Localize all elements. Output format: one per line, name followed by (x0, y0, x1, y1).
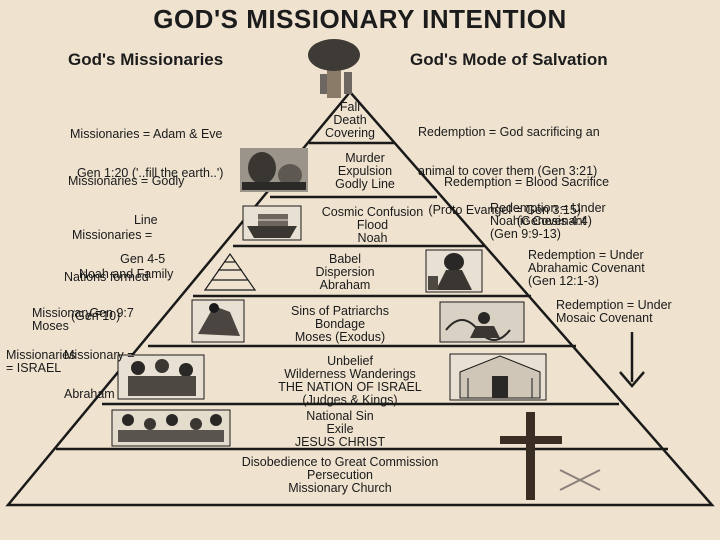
level-4-right: Redemption = Under Abrahamic Covenant (G… (528, 249, 645, 288)
level-8-center-line: Missionary Church (190, 482, 490, 495)
ark-icon (243, 206, 301, 240)
patriarch-icon (426, 250, 482, 292)
level-1-center-line: Covering (300, 127, 400, 140)
level-6-center-line: (Judges & Kings) (245, 394, 455, 407)
level-7-center: National Sin Exile JESUS CHRIST (260, 410, 420, 449)
level-6-left: Missionaries = ISRAEL (6, 349, 75, 375)
level-8-center: Disobedience to Great Commission Persecu… (190, 456, 490, 495)
level-6-center: Unbelief Wilderness Wanderings THE NATIO… (245, 355, 455, 407)
level-4-center-line: Abraham (275, 279, 415, 292)
down-arrow-icon (620, 332, 644, 386)
level-1-center: Fall Death Covering (300, 101, 400, 140)
level-5-right: Redemption = Under Mosaic Covenant (556, 299, 672, 325)
bondage-icon (192, 300, 244, 342)
level-4-left-line: Abraham (64, 388, 149, 401)
level-1-left-line: Missionaries = Adam & Eve (70, 128, 223, 141)
level-3-center: Cosmic Confusion Flood Noah (300, 206, 445, 245)
level-5-left-line: Moses (32, 320, 103, 333)
level-5-right-line: Mosaic Covenant (556, 312, 672, 325)
tree-icon (308, 39, 360, 98)
temple-icon (450, 354, 546, 400)
level-1-right-line: Redemption = God sacrificing an (418, 126, 600, 139)
level-2-left-line: Missionaries = Godly (68, 175, 184, 188)
level-3-left-line: Missionaries = (72, 229, 173, 242)
level-2-right-line: Redemption = Blood Sacrifice (444, 176, 609, 189)
cross-icon (500, 412, 600, 500)
level-4-center: Babel Dispersion Abraham (275, 253, 415, 292)
level-2-center: Murder Expulsion Godly Line (310, 152, 420, 191)
level-3-right: Redemption = Under Noahic Covenant (Gen … (490, 202, 606, 241)
level-5-left: Missionary = Moses (32, 307, 103, 333)
cain-abel-icon (240, 148, 308, 192)
exodus-icon (440, 302, 524, 342)
level-4-left-line: Nations formed (64, 271, 149, 284)
exile-icon (112, 410, 230, 446)
level-4-right-line: (Gen 12:1-3) (528, 275, 645, 288)
level-7-center-line: JESUS CHRIST (260, 436, 420, 449)
level-4-left-line: Missionary = (64, 349, 149, 362)
level-5-center-line: Moses (Exodus) (255, 331, 425, 344)
level-3-center-line: Noah (300, 232, 445, 245)
level-3-right-line: (Gen 9:9-13) (490, 228, 606, 241)
level-5-center: Sins of Patriarchs Bondage Moses (Exodus… (255, 305, 425, 344)
level-2-center-line: Godly Line (310, 178, 420, 191)
level-6-left-line: = ISRAEL (6, 362, 75, 375)
